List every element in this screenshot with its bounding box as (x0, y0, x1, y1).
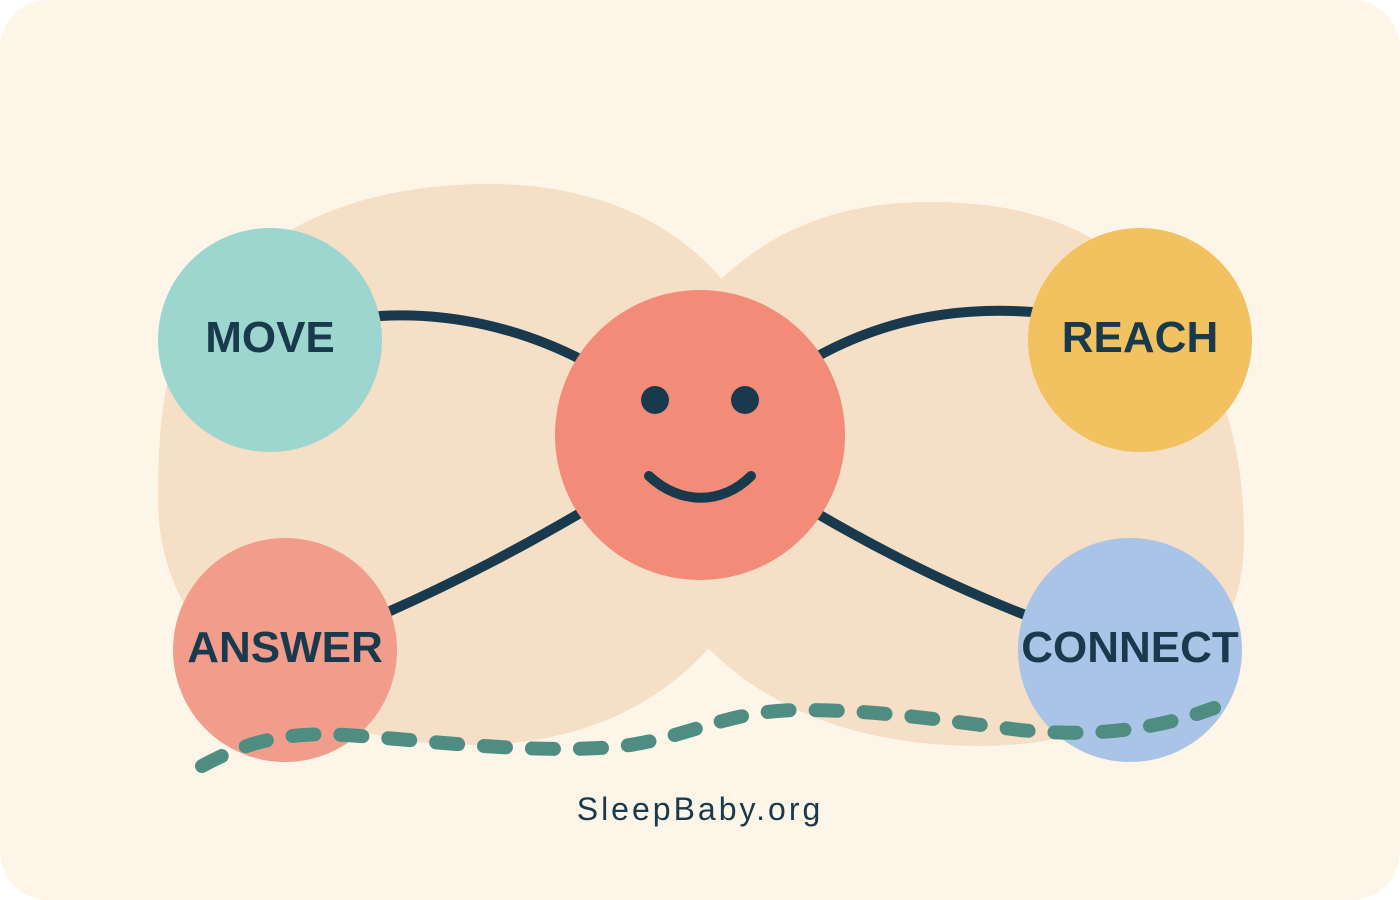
node-move: MOVE (158, 228, 382, 452)
dashed-path-line (195, 701, 1221, 773)
center-face-circle (555, 290, 845, 580)
node-answer: ANSWER (173, 538, 397, 762)
footer-site-text: SleepBaby.org (577, 791, 824, 827)
connector-connect (813, 509, 1033, 621)
node-answer-label: ANSWER (187, 623, 383, 672)
connector-reach (813, 305, 1037, 361)
smile-mouth (644, 471, 756, 503)
connector-answer (383, 507, 587, 617)
right-eye (731, 386, 759, 414)
node-connect-circle (1018, 538, 1242, 762)
node-answer-circle (173, 538, 397, 762)
left-eye (641, 386, 669, 414)
node-reach: REACH (1028, 228, 1252, 452)
node-connect: CONNECT (1018, 538, 1242, 762)
smiley-face-icon (555, 290, 845, 580)
node-reach-label: REACH (1062, 313, 1218, 362)
node-move-circle (158, 228, 382, 452)
node-reach-circle (1028, 228, 1252, 452)
node-connect-label: CONNECT (1021, 623, 1239, 672)
connector-move (375, 310, 587, 365)
node-move-label: MOVE (205, 313, 335, 362)
